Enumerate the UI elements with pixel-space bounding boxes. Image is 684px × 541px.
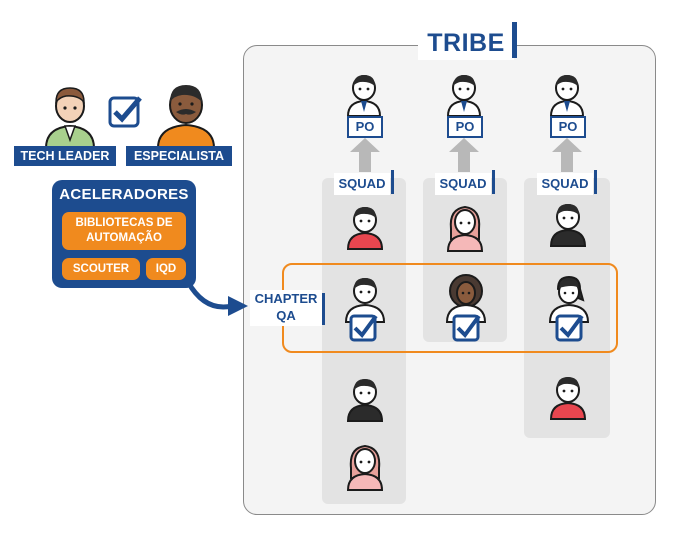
- especialista-label: ESPECIALISTA: [126, 146, 232, 166]
- po-person-icon: [446, 75, 482, 117]
- woman-icon: [346, 444, 384, 491]
- squad-label-accent-3: [594, 170, 597, 194]
- squad-label-3: SQUAD: [537, 173, 593, 195]
- qa-woman-icon: [548, 275, 590, 342]
- aceleradores-title: ACELERADORES: [59, 186, 189, 203]
- check-badge-icon: [108, 96, 142, 128]
- especialista-icon: [156, 85, 216, 149]
- po-label-2: PO: [447, 116, 483, 138]
- bibliotecas-line2: AUTOMAÇÃO: [86, 232, 162, 244]
- squad-label-2: SQUAD: [435, 173, 491, 195]
- chapter-label-line2: QA: [276, 308, 296, 323]
- po-person-icon: [346, 75, 382, 117]
- scouter-item: SCOUTER: [62, 258, 140, 280]
- person-icon: [346, 207, 384, 250]
- chapter-qa-label: CHAPTER QA: [250, 290, 322, 326]
- chapter-label-accent: [322, 293, 325, 325]
- squad-label-1: SQUAD: [334, 173, 390, 195]
- up-arrow-icon: [552, 138, 582, 172]
- qa-person-icon: [344, 278, 386, 342]
- up-arrow-icon: [449, 138, 479, 172]
- bibliotecas-line1: BIBLIOTECAS DE: [75, 217, 173, 229]
- person-icon: [549, 377, 587, 420]
- person-icon: [549, 204, 587, 247]
- woman-icon: [446, 205, 484, 252]
- tribe-title-accent: [512, 22, 517, 58]
- chapter-label-line1: CHAPTER: [254, 291, 318, 306]
- po-person-icon: [549, 75, 585, 117]
- qa-woman-icon: [445, 274, 487, 342]
- iqd-item: IQD: [146, 258, 186, 280]
- up-arrow-icon: [350, 138, 380, 172]
- po-label-1: PO: [347, 116, 383, 138]
- squad-label-accent-2: [492, 170, 495, 194]
- squad-label-accent-1: [391, 170, 394, 194]
- po-label-3: PO: [550, 116, 586, 138]
- tech-leader-icon: [44, 87, 96, 149]
- tech-leader-label: TECH LEADER: [14, 146, 116, 166]
- tribe-title: TRIBE: [418, 26, 514, 60]
- bibliotecas-automacao-item: BIBLIOTECAS DE AUTOMAÇÃO: [62, 212, 186, 250]
- person-icon: [346, 379, 384, 422]
